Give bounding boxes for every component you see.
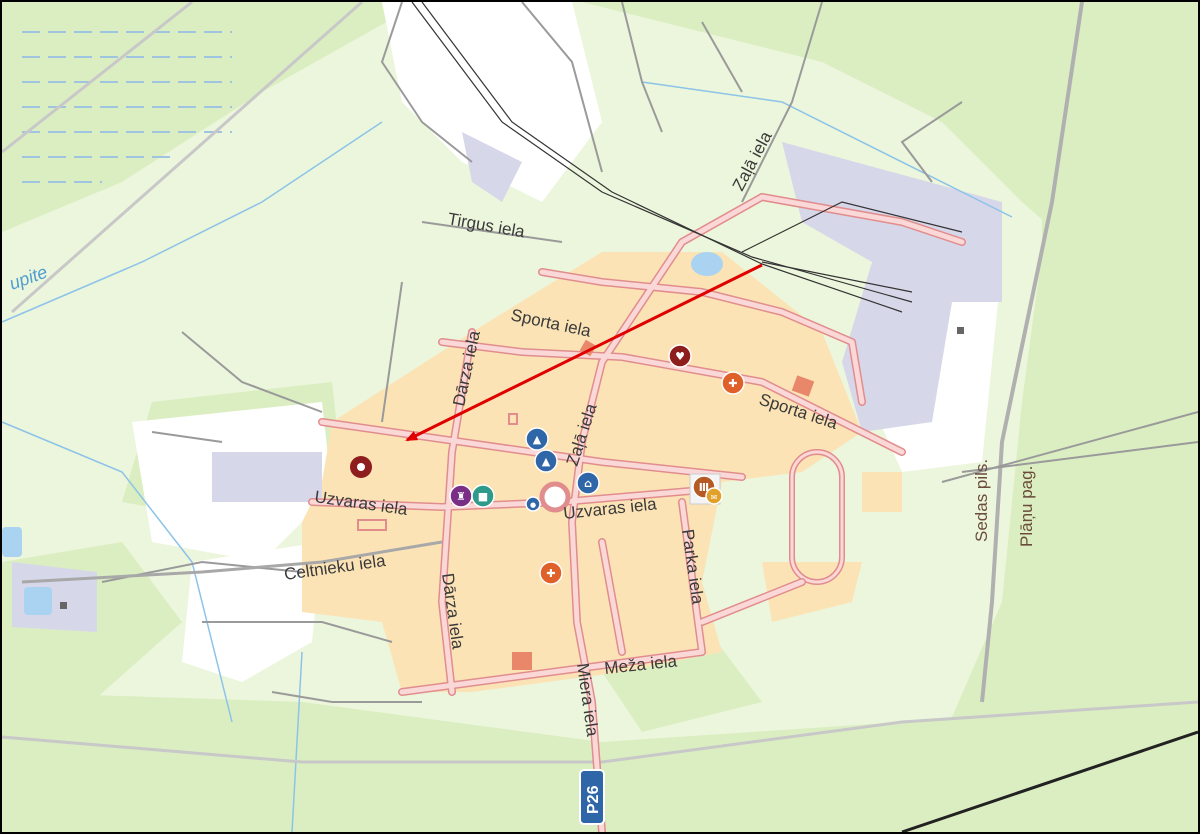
railway	[411, 2, 963, 313]
svg-text:✚: ✚	[546, 567, 555, 580]
poi-layer: ♥ ✚ ▲ ▲ ⌂ ♜ ■ ●	[350, 344, 745, 585]
svg-text:Ⅲ: Ⅲ	[699, 481, 709, 494]
label-admin-right: Plāņu pag.	[1017, 466, 1036, 547]
svg-text:✉: ✉	[711, 493, 718, 502]
location-marker[interactable]	[350, 456, 372, 478]
svg-text:♥: ♥	[675, 350, 685, 363]
roundabout	[539, 481, 571, 513]
label-admin-left: Sedas pils.	[972, 459, 991, 542]
pharmacy-icon-south[interactable]: ✚	[539, 561, 563, 585]
svg-text:▲: ▲	[533, 433, 542, 446]
post-icon[interactable]: ✉	[705, 487, 723, 505]
svg-text:●: ●	[530, 501, 536, 509]
main-roads-fill	[309, 194, 965, 832]
svg-text:⌂: ⌂	[584, 477, 592, 490]
church-icon[interactable]: ♜	[449, 484, 473, 508]
svg-text:♜: ♜	[456, 490, 466, 503]
pharmacy-icon-north[interactable]: ✚	[721, 371, 745, 395]
svg-text:■: ■	[478, 490, 488, 503]
svg-text:▲: ▲	[542, 455, 551, 468]
school-icon-1[interactable]: ▲	[525, 427, 549, 451]
shop-icon[interactable]: ■	[471, 484, 495, 508]
admin-boundary	[980, 2, 1084, 703]
bank-icon[interactable]: ⌂	[576, 471, 600, 495]
bus-stop-icon[interactable]: ●	[525, 496, 541, 512]
celtnieku-road	[21, 540, 443, 584]
health-icon[interactable]: ♥	[668, 344, 692, 368]
school-icon-2[interactable]: ▲	[534, 449, 558, 473]
minor-roads	[101, 2, 1198, 703]
direction-arrow	[405, 263, 763, 442]
svg-text:P26: P26	[585, 785, 602, 814]
svg-text:✚: ✚	[728, 377, 737, 390]
road-shield-p26: P26	[579, 769, 605, 825]
water-bodies	[2, 252, 723, 615]
streams	[2, 81, 1013, 832]
